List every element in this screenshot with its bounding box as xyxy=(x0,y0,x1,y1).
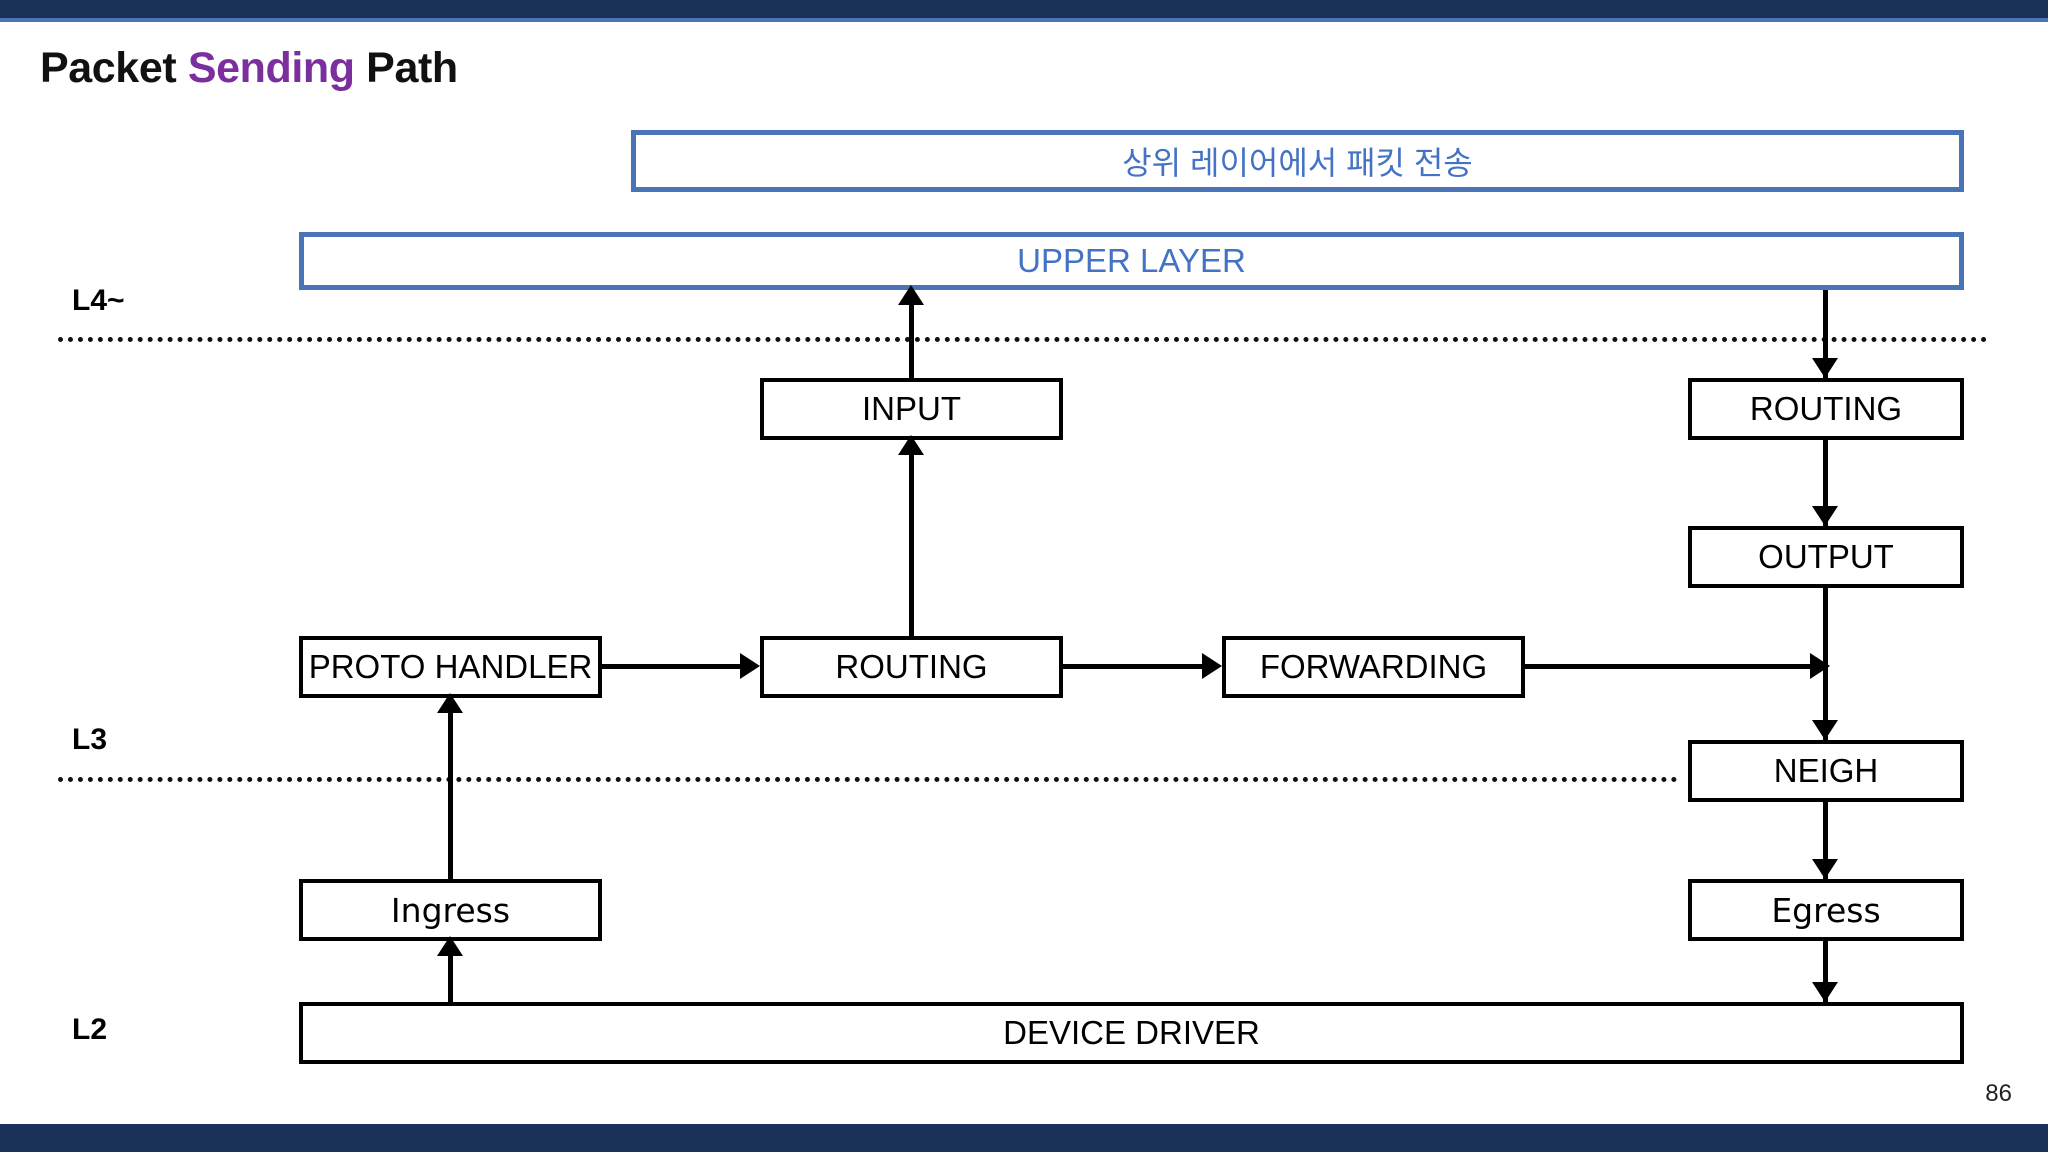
connector-devicedriver-to-ingress xyxy=(448,941,453,1002)
arrowhead-upperlayer-to-routingright xyxy=(1812,358,1838,378)
connector-forwarding-to-trunk xyxy=(1525,664,1822,669)
page-number: 86 xyxy=(1985,1080,2012,1107)
connector-routing-to-input xyxy=(909,440,914,636)
connector-output-to-neigh xyxy=(1823,588,1828,740)
box-ingress[interactable]: Ingress xyxy=(299,879,602,941)
connector-routingright-to-output xyxy=(1823,440,1828,526)
connector-routing-to-forwarding xyxy=(1063,664,1202,669)
layer-divider-l4 xyxy=(58,337,1988,342)
page-title: Packet Sending Path xyxy=(40,44,458,93)
arrowhead-routing-to-forwarding xyxy=(1202,653,1222,679)
arrowhead-neigh-to-egress xyxy=(1812,859,1838,879)
connector-protohandler-to-routing xyxy=(602,664,740,669)
arrowhead-ingress-to-protohandler xyxy=(437,693,463,713)
connector-upperlayer-to-routingright xyxy=(1823,290,1828,378)
arrowhead-devicedriver-to-ingress xyxy=(437,936,463,956)
box-egress[interactable]: Egress xyxy=(1688,879,1964,941)
box-output[interactable]: OUTPUT xyxy=(1688,526,1964,588)
callout-box: 상위 레이어에서 패킷 전송 xyxy=(631,130,1964,192)
box-device-driver[interactable]: DEVICE DRIVER xyxy=(299,1002,1964,1064)
arrowhead-egress-to-devicedriver xyxy=(1812,982,1838,1002)
bottom-decorative-bar xyxy=(0,1124,2048,1152)
arrowhead-output-to-neigh xyxy=(1812,720,1838,740)
arrowhead-input-to-upperlayer xyxy=(898,285,924,305)
box-forwarding[interactable]: FORWARDING xyxy=(1222,636,1525,698)
box-routing-mid[interactable]: ROUTING xyxy=(760,636,1063,698)
box-upper-layer[interactable]: UPPER LAYER xyxy=(299,232,1964,290)
title-text-accent: Sending xyxy=(187,44,355,92)
box-input[interactable]: INPUT xyxy=(760,378,1063,440)
layer-label-l2: L2 xyxy=(72,1013,108,1046)
box-routing-right[interactable]: ROUTING xyxy=(1688,378,1964,440)
top-accent-line xyxy=(0,18,2048,22)
arrowhead-protohandler-to-routing xyxy=(740,653,760,679)
connector-egress-to-devicedriver xyxy=(1823,941,1828,1002)
arrowhead-routingright-to-output xyxy=(1812,506,1838,526)
arrowhead-routing-to-input xyxy=(898,435,924,455)
title-text-part2: Path xyxy=(354,44,458,92)
title-text-part1: Packet xyxy=(40,44,188,92)
connector-neigh-to-egress xyxy=(1823,802,1828,879)
connector-ingress-to-protohandler xyxy=(448,698,453,879)
layer-label-l3: L3 xyxy=(72,723,108,756)
box-neigh[interactable]: NEIGH xyxy=(1688,740,1964,802)
top-decorative-bar xyxy=(0,0,2048,18)
layer-divider-l3 xyxy=(58,777,1678,782)
connector-input-to-upperlayer xyxy=(909,290,914,378)
box-proto-handler[interactable]: PROTO HANDLER xyxy=(299,636,602,698)
layer-label-l4: L4~ xyxy=(72,284,125,317)
